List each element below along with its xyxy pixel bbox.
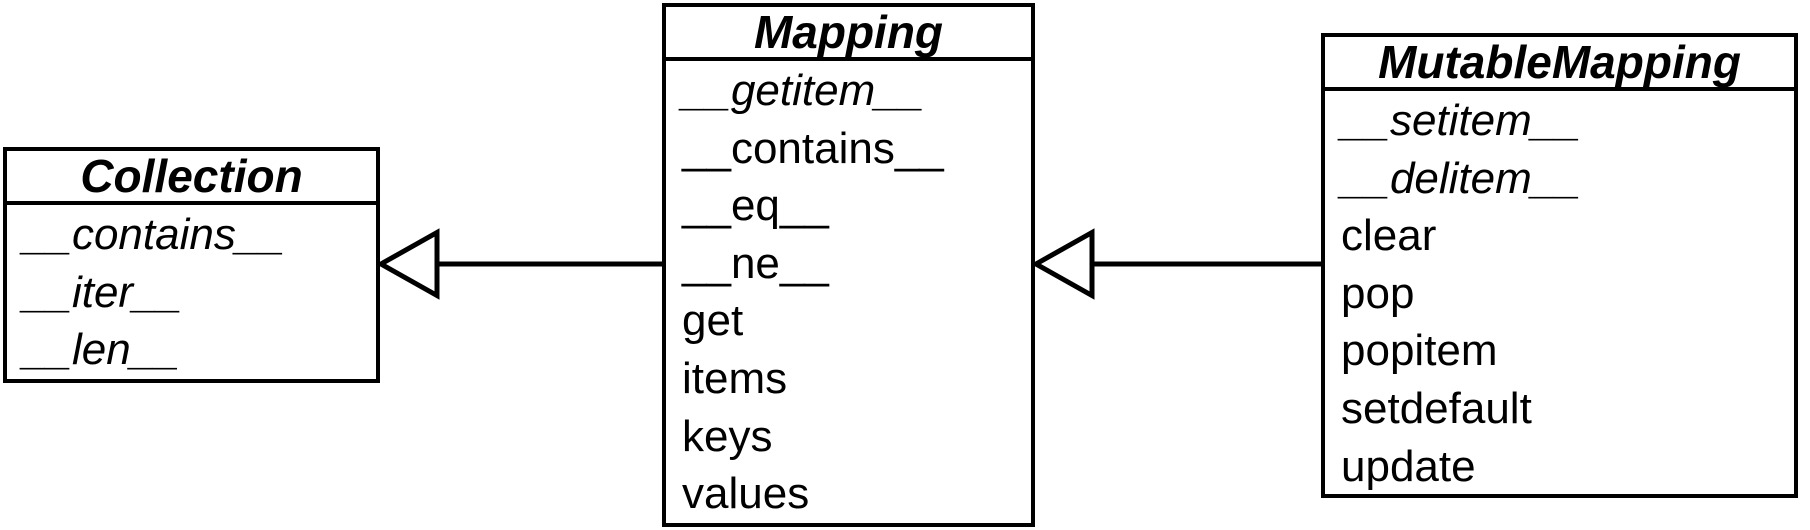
- class-title-mapping: Mapping: [666, 7, 1031, 61]
- member-row: __contains__: [682, 123, 944, 173]
- member-row: __len__: [23, 325, 180, 375]
- class-title-collection: Collection: [7, 151, 376, 205]
- member-row: update: [1341, 441, 1476, 491]
- member-row: __eq__: [682, 181, 829, 231]
- hollow-triangle-arrowhead: [1030, 228, 1095, 300]
- arrow-mutablemapping-to-mapping: [1030, 228, 1321, 300]
- member-row: values: [682, 469, 810, 519]
- member-row: __iter__: [23, 267, 183, 317]
- member-row: items: [682, 353, 788, 403]
- member-row: pop: [1341, 268, 1415, 318]
- member-row: __setitem__: [1341, 96, 1581, 145]
- class-box-collection: Collection __contains__ __iter__ __len__: [3, 147, 380, 383]
- member-row: get: [682, 296, 744, 346]
- arrow-mapping-to-collection: [375, 228, 662, 300]
- member-row: keys: [682, 411, 773, 461]
- member-list-mutablemapping: __setitem__ __delitem__ clear pop popite…: [1325, 91, 1794, 495]
- member-row: popitem: [1341, 326, 1498, 376]
- member-row: clear: [1341, 211, 1437, 261]
- member-row: __delitem__: [1341, 153, 1581, 203]
- member-row: setdefault: [1341, 383, 1532, 433]
- member-row: __ne__: [682, 238, 829, 288]
- class-title-mutablemapping: MutableMapping: [1325, 37, 1794, 91]
- member-list-collection: __contains__ __iter__ __len__: [7, 205, 376, 379]
- hollow-triangle-arrowhead: [375, 228, 440, 300]
- class-box-mutablemapping: MutableMapping __setitem__ __delitem__ c…: [1321, 33, 1798, 498]
- member-list-mapping: __getitem__ __contains__ __eq__ __ne__ g…: [666, 61, 1031, 523]
- member-row: __contains__: [23, 210, 285, 259]
- member-row: __getitem__: [682, 66, 925, 115]
- class-box-mapping: Mapping __getitem__ __contains__ __eq__ …: [662, 3, 1035, 527]
